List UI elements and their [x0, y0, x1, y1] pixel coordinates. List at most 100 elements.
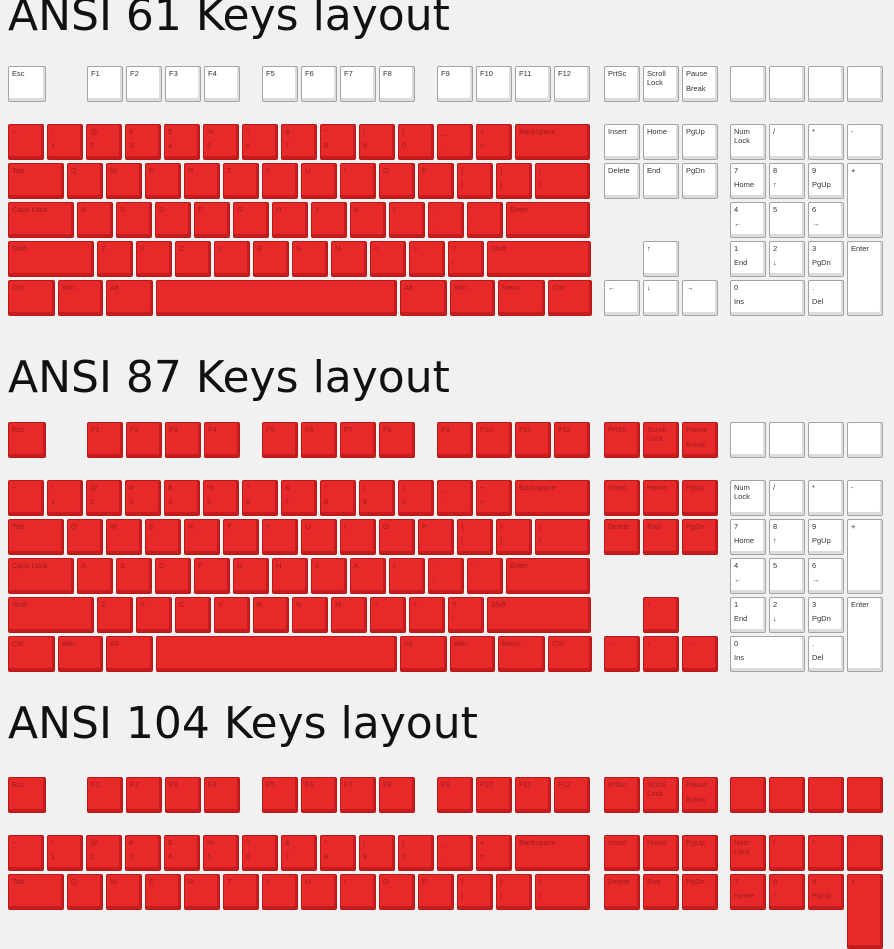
key-bracket: }]: [496, 163, 532, 199]
key-legend: 8: [773, 877, 778, 886]
key-pgdn: PgDn: [682, 874, 718, 910]
key-legend: Num: [734, 483, 750, 492]
key-blank: [769, 777, 805, 813]
key-legend: O: [383, 877, 389, 886]
key-legend: E: [149, 166, 155, 175]
key-legend: Tab: [12, 877, 25, 886]
key-f10: F10: [476, 422, 512, 458]
key-legend: +: [480, 127, 485, 136]
key-backslash: |\: [535, 874, 590, 910]
key-legend: F4: [208, 780, 217, 789]
key-sub-legend: 4: [168, 852, 173, 862]
key-sub-legend: ;: [432, 575, 435, 585]
key-legend: I: [344, 877, 347, 886]
key-sub-legend: /: [452, 614, 455, 624]
key-esc: Esc: [8, 66, 46, 102]
key-number-row: +=: [476, 480, 512, 516]
key-np-star: *: [808, 835, 844, 871]
key-legend: +: [480, 483, 485, 492]
key-legend: R: [188, 877, 194, 886]
key-legend: M: [335, 244, 342, 253]
key-g: G: [233, 558, 269, 594]
key-j: J: [311, 558, 347, 594]
key-legend: #: [129, 838, 134, 847]
key-legend: !: [51, 483, 54, 492]
key-legend: ↑: [647, 244, 651, 253]
key-sub-legend: 4: [168, 141, 173, 151]
key-w: W: [106, 163, 142, 199]
key-right-win: Win: [450, 280, 495, 316]
key-i: I: [340, 874, 376, 910]
key-f: F: [194, 558, 230, 594]
key-legend: ): [402, 483, 405, 492]
key-number-row: _-: [437, 835, 473, 871]
key-legend: Pause: [686, 425, 708, 434]
key-punct: >.: [409, 241, 445, 277]
key-u: U: [301, 519, 337, 555]
key-right-shift: Shift: [487, 241, 591, 277]
key-legend: $: [168, 838, 173, 847]
key-blank: [769, 422, 805, 458]
key-legend: +: [851, 166, 856, 175]
key-legend: D: [159, 561, 165, 570]
key-space: [156, 636, 397, 672]
key-p: P: [418, 519, 454, 555]
key-number-row: ^6: [242, 480, 278, 516]
key-legend: Enter: [851, 244, 869, 253]
key-legend: J: [315, 561, 319, 570]
key-legend: Alt: [404, 639, 413, 648]
key-sub-legend: 0: [402, 852, 407, 862]
key-enter: Enter: [506, 558, 590, 594]
key-legend: N: [296, 600, 302, 609]
key-legend: Y: [266, 522, 272, 531]
key-np-4: 4←: [730, 558, 766, 594]
key-f4: F4: [204, 66, 240, 102]
key-legend: ): [402, 838, 405, 847]
key-n: N: [292, 241, 328, 277]
key-legend: ~: [12, 483, 17, 492]
key-number-row: ^6: [242, 124, 278, 160]
key-np-slash: /: [769, 835, 805, 871]
key-pgup: PgUp: [682, 124, 718, 160]
key-legend: Insert: [608, 127, 627, 136]
key-legend: →: [686, 639, 694, 648]
key-legend: _: [441, 483, 446, 492]
key-r: R: [184, 163, 220, 199]
key-legend: Caps Lock: [12, 561, 48, 570]
key-sub-legend: Home: [734, 180, 755, 190]
key-arrow-down: ↓: [643, 636, 679, 672]
key-left-alt: Alt: [106, 280, 153, 316]
key-sub-legend: Ins: [734, 653, 745, 663]
key-legend: Win: [454, 283, 467, 292]
key-m: M: [331, 241, 367, 277]
key-legend: B: [257, 600, 263, 609]
key-legend: ^: [246, 127, 250, 136]
key-legend: +: [480, 838, 485, 847]
key-t: T: [223, 874, 259, 910]
key-legend: P: [422, 877, 428, 886]
key-left-ctrl: Ctrl: [8, 636, 55, 672]
key-legend: Pause: [686, 780, 708, 789]
key-e: E: [145, 163, 181, 199]
key-legend: E: [149, 522, 155, 531]
key-d: D: [155, 558, 191, 594]
key-legend: Num: [734, 127, 750, 136]
key-sub-legend: 0: [402, 141, 407, 151]
key-legend: Tab: [12, 166, 25, 175]
key-sub-legend: `: [12, 852, 15, 862]
key-left-shift: Shift: [8, 597, 94, 633]
key-legend: 4: [734, 561, 739, 570]
key-sub-legend: \: [539, 891, 542, 901]
key-f2: F2: [126, 422, 162, 458]
key-legend: Win: [62, 639, 75, 648]
key-np-8: 8↑: [769, 163, 805, 199]
key-legend: V: [218, 600, 224, 609]
key-legend: .: [812, 283, 815, 292]
key-f3: F3: [165, 422, 201, 458]
key-legend: K: [354, 205, 360, 214]
key-number-row: _-: [437, 480, 473, 516]
key-number-row: *8: [320, 835, 356, 871]
